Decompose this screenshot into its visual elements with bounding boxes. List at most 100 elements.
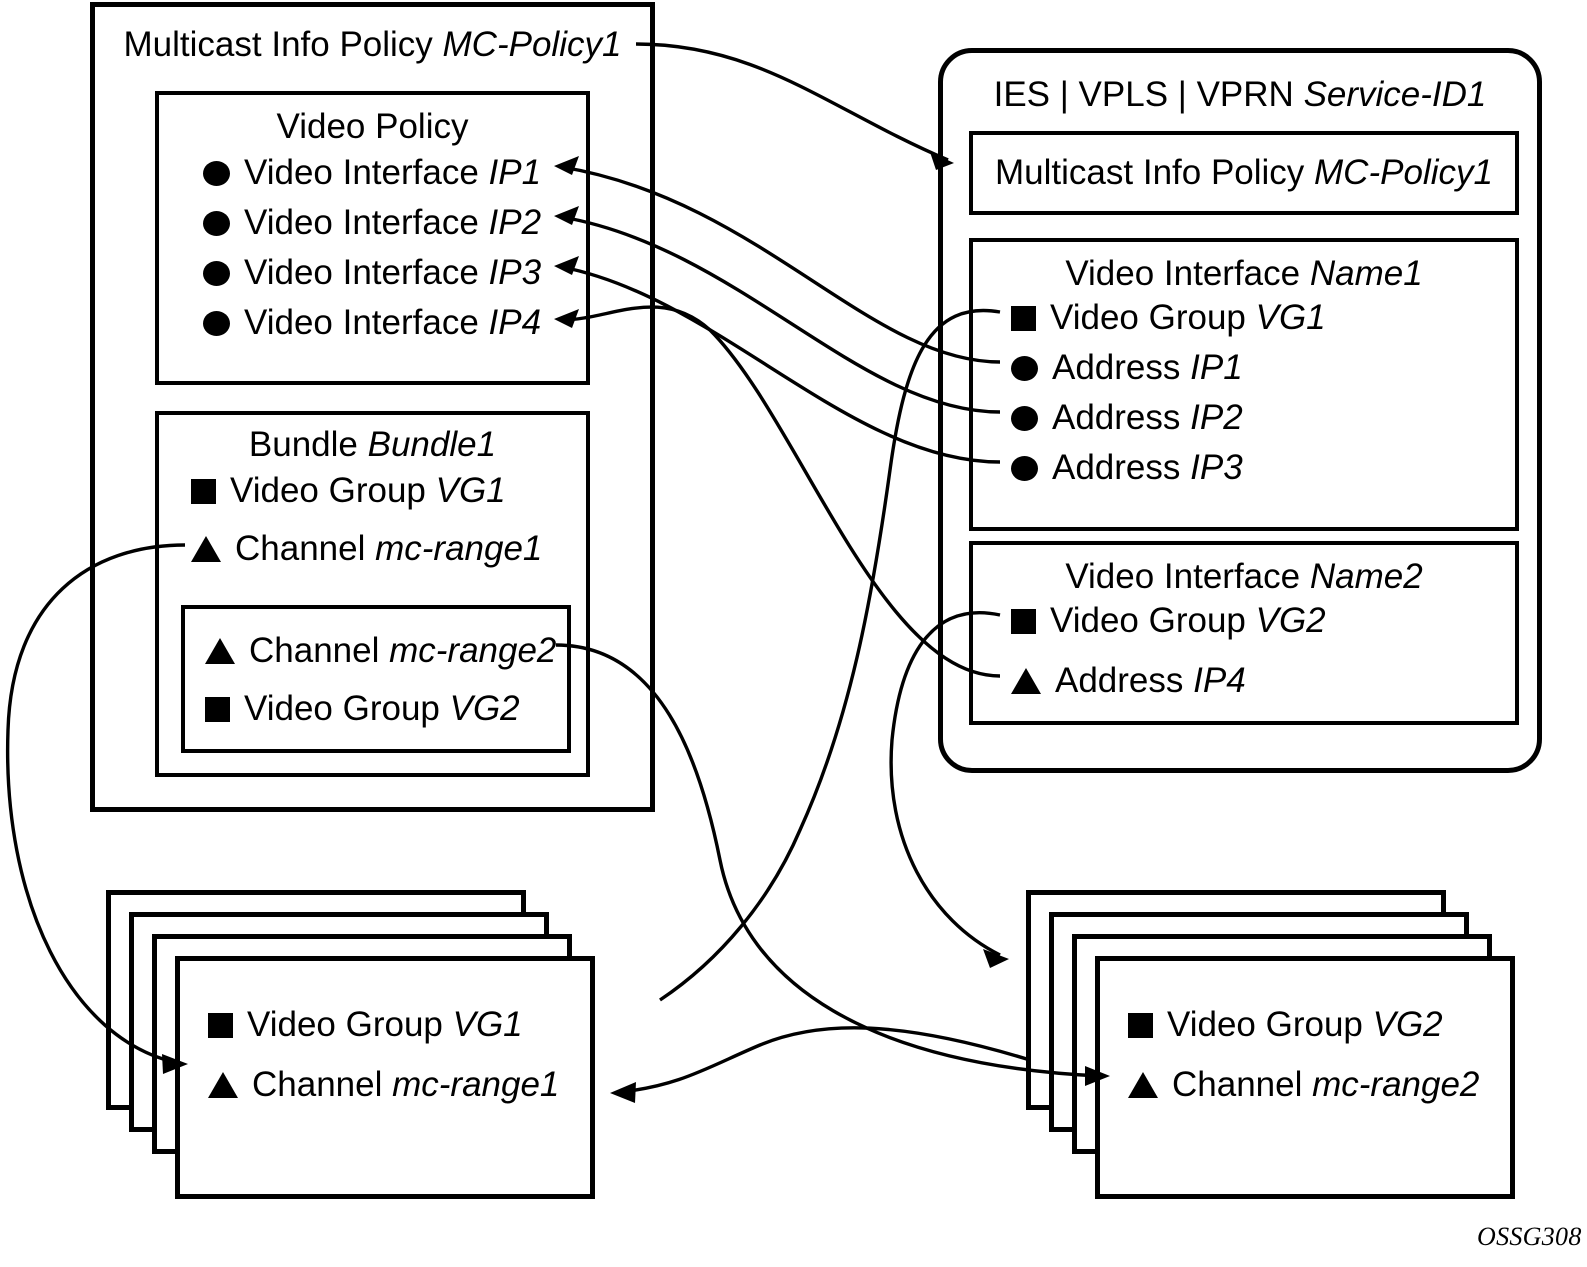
list-item: Video Group VG1 — [208, 1005, 523, 1044]
list-item: Video Interface IP3 — [203, 253, 542, 292]
list-item-value: VG1 — [452, 1005, 523, 1044]
list-item-label: Video Interface — [244, 203, 489, 242]
interface-title-value: Name1 — [1309, 254, 1423, 293]
triangle-bullet-icon — [1128, 1072, 1158, 1099]
list-item: Video Group VG2 — [1128, 1005, 1443, 1044]
interface-title-prefix: Video Interface — [1065, 254, 1310, 293]
list-item-value: IP1 — [1190, 348, 1243, 387]
video-interface-name2-title: Video Interface Name2 — [973, 557, 1515, 596]
circle-bullet-icon — [1011, 355, 1038, 381]
list-item-value: IP2 — [1190, 398, 1243, 437]
circle-bullet-icon — [1011, 405, 1038, 431]
square-bullet-icon — [205, 696, 230, 722]
list-item: Video Group VG1 — [191, 471, 506, 510]
list-item-value: IP3 — [488, 253, 542, 292]
multicast-info-policy-panel: Multicast Info Policy MC-Policy1 Video P… — [90, 2, 655, 812]
bundle-inner-channel-box: Channel mc-range2 Video Group VG2 — [181, 605, 571, 753]
service-panel: IES | VPLS | VPRN Service-ID1 Multicast … — [938, 48, 1542, 773]
list-item-label: Video Interface — [244, 253, 489, 292]
triangle-bullet-icon — [1011, 668, 1041, 695]
list-item-label: Video Group — [230, 471, 436, 510]
triangle-bullet-icon — [208, 1072, 238, 1099]
list-item: Address IP4 — [1011, 661, 1246, 700]
triangle-bullet-icon — [205, 638, 235, 665]
list-item-label: Address — [1052, 448, 1191, 487]
list-item-label: Channel — [1172, 1065, 1313, 1104]
bundle-box: Bundle Bundle1 Video Group VG1 Channel m… — [155, 411, 590, 777]
list-item: Address IP3 — [1011, 448, 1243, 487]
list-item-value: VG2 — [1372, 1005, 1443, 1044]
list-item: Video Interface IP1 — [203, 153, 542, 192]
stack-card-front: Video Group VG2 Channel mc-range2 — [1095, 956, 1515, 1199]
list-item-label: Video Group — [1167, 1005, 1373, 1044]
list-item: Channel mc-range1 — [191, 529, 543, 568]
square-bullet-icon — [1011, 305, 1036, 331]
interface-title-value: Name2 — [1309, 557, 1423, 596]
list-item: Address IP1 — [1011, 348, 1243, 387]
policy-title-value: MC-Policy1 — [442, 25, 622, 64]
circle-bullet-icon — [203, 210, 230, 236]
list-item-label: Video Group — [1050, 601, 1256, 640]
list-item-label: Video Group — [247, 1005, 453, 1044]
service-title-prefix: IES | VPLS | VPRN — [993, 75, 1304, 114]
circle-bullet-icon — [203, 160, 230, 186]
square-bullet-icon — [191, 478, 216, 504]
list-item: Video Interface IP4 — [203, 303, 542, 342]
list-item-label: Video Interface — [244, 153, 489, 192]
bundle-title-prefix: Bundle — [248, 425, 368, 464]
list-item-value: mc-range1 — [392, 1065, 560, 1104]
circle-bullet-icon — [203, 310, 230, 336]
circle-bullet-icon — [1011, 455, 1038, 481]
list-item: Channel mc-range2 — [1128, 1065, 1480, 1104]
list-item-label: Video Group — [1050, 298, 1256, 337]
video-interface-name1-title: Video Interface Name1 — [973, 254, 1515, 293]
list-item-label: Channel — [235, 529, 376, 568]
arrow-rightstack-to-leftstack — [610, 1026, 1031, 1103]
list-item-label: Channel — [249, 631, 390, 670]
list-item-value: mc-range2 — [389, 631, 557, 670]
video-group-vg1-stack: Video Group VG1 Channel mc-range1 — [106, 890, 606, 1200]
list-item-value: IP4 — [488, 303, 542, 342]
list-item-value: mc-range1 — [375, 529, 543, 568]
policy-title-prefix: Multicast Info Policy — [123, 25, 443, 64]
stack-card-front: Video Group VG1 Channel mc-range1 — [175, 956, 595, 1199]
list-item-label: Video Interface — [244, 303, 489, 342]
list-item-label: Video Group — [244, 689, 450, 728]
square-bullet-icon — [208, 1012, 233, 1038]
service-panel-title: IES | VPLS | VPRN Service-ID1 — [943, 75, 1537, 114]
list-item: Video Interface IP2 — [203, 203, 542, 242]
list-item: Video Group VG2 — [205, 689, 520, 728]
list-item: Video Group VG2 — [1011, 601, 1326, 640]
list-item-value: VG2 — [449, 689, 520, 728]
list-item-value: IP3 — [1190, 448, 1243, 487]
list-item-value: VG1 — [1255, 298, 1326, 337]
bundle-title: Bundle Bundle1 — [159, 425, 586, 464]
interface-title-prefix: Video Interface — [1065, 557, 1310, 596]
bundle-title-value: Bundle1 — [367, 425, 497, 464]
square-bullet-icon — [1128, 1012, 1153, 1038]
service-mc-policy-text: Multicast Info Policy MC-Policy1 — [973, 153, 1515, 192]
service-mc-policy-value: MC-Policy1 — [1314, 153, 1493, 192]
arrow-mcpolicy-to-service — [635, 42, 954, 170]
list-item: Channel mc-range1 — [208, 1065, 560, 1104]
square-bullet-icon — [1011, 608, 1036, 634]
list-item: Address IP2 — [1011, 398, 1243, 437]
list-item-value: IP2 — [488, 203, 542, 242]
multicast-info-policy-title: Multicast Info Policy MC-Policy1 — [95, 25, 650, 64]
video-interface-name1-box: Video Interface Name1 Video Group VG1 Ad… — [969, 238, 1519, 531]
list-item-label: Channel — [252, 1065, 393, 1104]
list-item-value: IP1 — [488, 153, 542, 192]
video-interface-name2-box: Video Interface Name2 Video Group VG2 Ad… — [969, 541, 1519, 725]
list-item: Channel mc-range2 — [205, 631, 557, 670]
list-item-label: Address — [1052, 348, 1191, 387]
list-item-value: mc-range2 — [1312, 1065, 1480, 1104]
video-policy-box: Video Policy Video Interface IP1 Video I… — [155, 91, 590, 385]
list-item-value: VG1 — [435, 471, 506, 510]
circle-bullet-icon — [203, 260, 230, 286]
list-item-label: Address — [1055, 661, 1194, 700]
list-item-value: VG2 — [1255, 601, 1326, 640]
service-title-value: Service-ID1 — [1303, 75, 1487, 114]
list-item: Video Group VG1 — [1011, 298, 1326, 337]
video-group-vg2-stack: Video Group VG2 Channel mc-range2 — [1026, 890, 1526, 1200]
